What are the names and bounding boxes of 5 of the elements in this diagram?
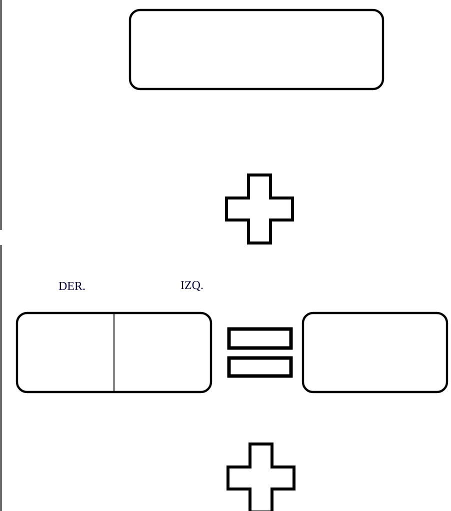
column-label: IZQ. — [180, 281, 203, 291]
answer-box — [128, 8, 384, 90]
column-label: DER. — [58, 282, 85, 290]
answer-box — [302, 312, 448, 394]
answer-box — [16, 312, 212, 394]
